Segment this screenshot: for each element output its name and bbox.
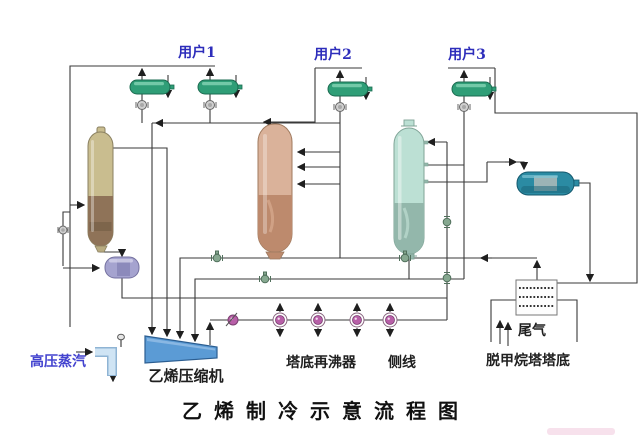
user1-exchanger-a: [129, 79, 175, 95]
control-valve-icon: [442, 272, 452, 284]
flow-arrow: [516, 161, 529, 171]
control-valve-icon: [211, 250, 223, 263]
pink-valve-row: [225, 312, 398, 328]
pipe-segment: [424, 161, 505, 183]
steam-valve-icon: [117, 333, 125, 341]
column-3-top-nozzle: [403, 119, 415, 127]
ethylene-compressor: [144, 335, 218, 364]
green-control-valves: [211, 216, 452, 284]
valve-icon: [333, 102, 347, 112]
pink-valve-icon: [310, 312, 326, 328]
flow-arrow: [190, 278, 464, 343]
gray-valves: [57, 100, 471, 235]
pink-valve-icon: [349, 312, 365, 328]
flash-drum: [516, 171, 580, 196]
label-hp-steam: 高压蒸汽: [30, 353, 86, 370]
suction-drum: [104, 256, 140, 279]
flow-arrow: [175, 257, 537, 340]
column-1: [87, 126, 114, 253]
control-valve-icon: [259, 271, 271, 284]
label-tail-gas: 尾气: [518, 322, 546, 339]
diagram-title: 乙烯制冷示意流程图: [182, 399, 470, 423]
control-valve-icon: [442, 216, 452, 228]
control-valve-icon: [399, 250, 411, 263]
flow-arrow: [573, 182, 595, 283]
flow-arrow: [262, 68, 316, 127]
column-2-bottom-nozzle: [265, 251, 285, 260]
watermark: [547, 428, 615, 435]
pipe-segment: [490, 299, 578, 342]
pink-valve-icon: [225, 312, 239, 327]
user1-exchanger-b: [197, 79, 243, 95]
valve-icon: [135, 100, 149, 110]
flash-drum-outlet-nozzle: [573, 179, 580, 187]
demethanizer-bottom-exchanger: [515, 279, 558, 316]
column-1-bottom-nozzle: [94, 245, 108, 253]
hp-steam-pipe: [95, 333, 125, 376]
label-user2: 用户2: [314, 46, 352, 63]
valve-icon: [203, 100, 217, 110]
label-user1: 用户1: [178, 44, 216, 61]
pink-valve-icon: [272, 312, 288, 328]
valve-icon: [57, 225, 69, 235]
label-bottom-reboiler: 塔底再沸器: [286, 354, 357, 371]
column-2: [257, 123, 293, 260]
pink-valve-icon: [382, 312, 398, 328]
flow-arrows: [63, 67, 595, 383]
label-demethanizer-bottom: 脱甲烷塔塔底: [486, 352, 570, 369]
valve-icon: [457, 102, 471, 112]
pipe-segment: [141, 94, 211, 123]
pipe-segment: [121, 278, 447, 299]
pipe-segment: [69, 65, 215, 327]
user3-exchanger: [451, 81, 497, 97]
label-side-line: 侧线: [388, 354, 416, 371]
column-3: [393, 119, 429, 260]
label-compressor: 乙烯压缩机: [148, 367, 223, 385]
pipe-segment: [494, 68, 638, 284]
pipe-segment: [62, 211, 70, 266]
flow-arrow: [112, 147, 172, 338]
label-user3: 用户3: [448, 46, 486, 63]
user2-exchanger: [327, 81, 373, 97]
pipe-network: [62, 65, 638, 342]
